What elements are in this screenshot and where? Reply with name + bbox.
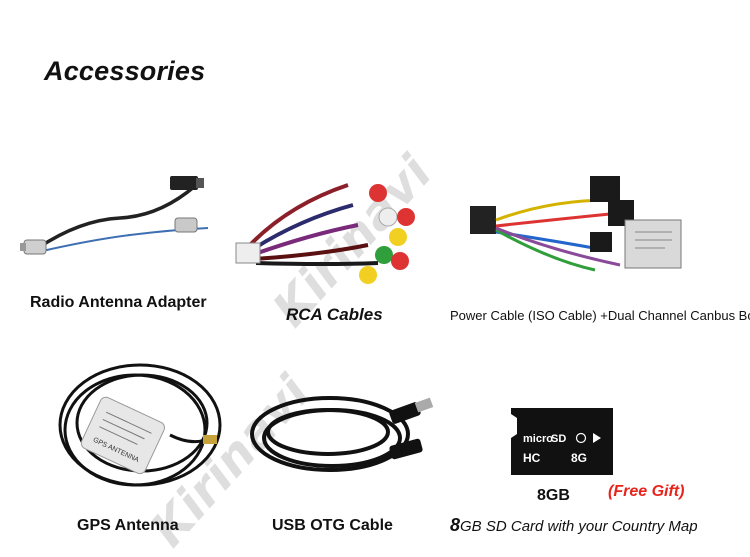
gps-antenna-image: GPS ANTENNA <box>58 363 222 487</box>
micro-sd-card-image: micro SD HC 8G <box>511 408 613 475</box>
power-cable-image <box>470 176 682 272</box>
usb-otg-cable-caption: USB OTG Cable <box>272 517 393 534</box>
usb-otg-cable: USB OTG Cable <box>240 370 440 540</box>
sd-card-caption: 8GB SD Card with your Country Map <box>450 515 698 536</box>
free-gift-label: (Free Gift) <box>608 483 685 500</box>
rca-cables-caption: RCA Cables <box>286 305 383 324</box>
card-sd-text: SD <box>551 433 566 445</box>
card-hc-text: HC <box>523 451 541 465</box>
rca-cables: RCA Cables <box>228 165 428 330</box>
sd-card-caption-size: 8 <box>450 515 461 535</box>
radio-antenna-adapter: Radio Antenna Adapter <box>20 160 230 320</box>
gps-antenna-caption: GPS Antenna <box>77 517 179 534</box>
card-capacity-text: 8G <box>571 451 587 465</box>
power-cable: Power Cable (ISO Cable) +Dual Channel Ca… <box>440 170 750 335</box>
page-title: Accessories <box>44 56 206 86</box>
usb-otg-cable-image <box>250 396 434 472</box>
gps-antenna: GPS ANTENNA GPS Antenna <box>40 345 240 540</box>
radio-antenna-adapter-image <box>20 176 209 255</box>
power-cable-caption: Power Cable (ISO Cable) +Dual Channel Ca… <box>450 308 750 323</box>
card-brand-text: micro <box>523 433 553 445</box>
sd-card: micro SD HC 8G 8GB (Free Gift) 8GB SD Ca… <box>440 395 750 540</box>
sd-card-caption-text: GB SD Card with your Country Map <box>460 518 698 535</box>
rca-cables-image <box>235 183 415 284</box>
radio-antenna-adapter-caption: Radio Antenna Adapter <box>30 294 207 311</box>
sd-capacity-label: 8GB <box>537 487 570 504</box>
